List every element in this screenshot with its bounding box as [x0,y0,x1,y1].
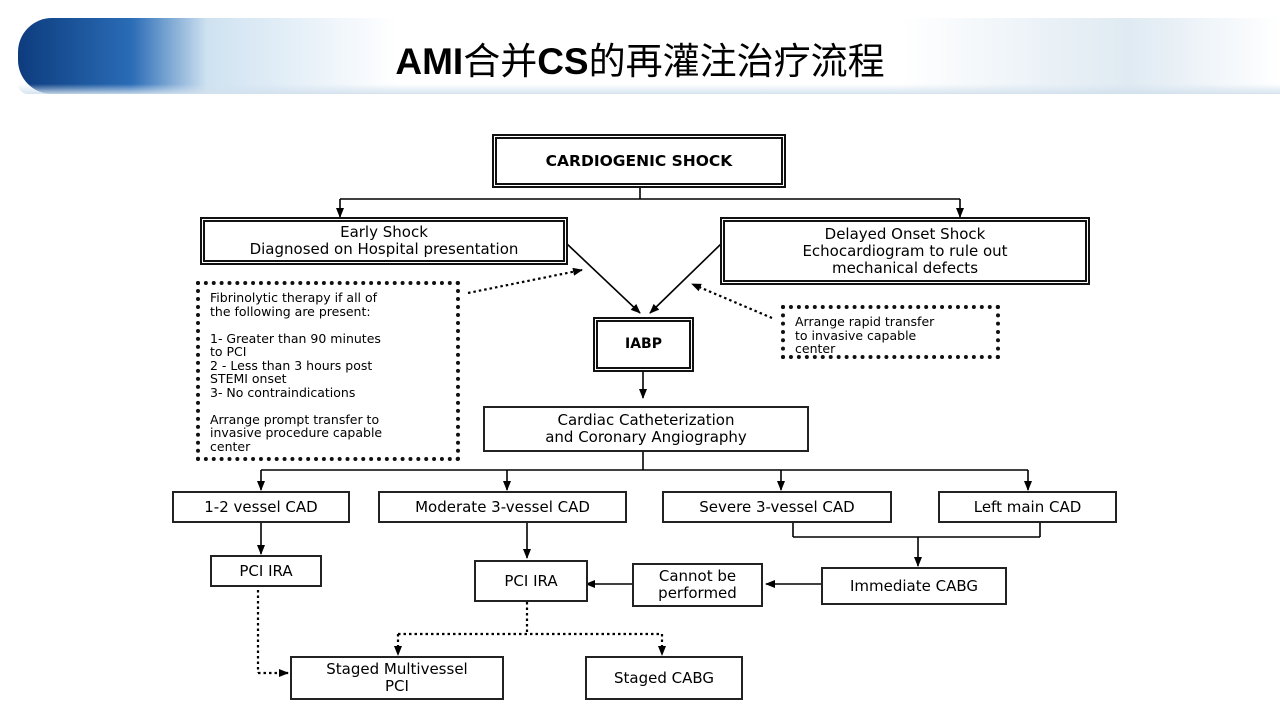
catheterization-box: Cardiac Catheterization and Coronary Ang… [483,406,809,452]
staged-multivessel-pci-box: Staged Multivessel PCI [290,656,504,700]
cad-moderate-3-vessel-box: Moderate 3-vessel CAD [378,491,627,523]
immediate-cabg-box: Immediate CABG [821,567,1007,605]
cad-left-main-box: Left main CAD [938,491,1117,523]
cad-1-2-vessel-box: 1-2 vessel CAD [172,491,350,523]
slide-title: AMI合并CS的再灌注治疗流程 [395,41,885,82]
pci-ira-box-2: PCI IRA [474,560,588,602]
iabp-box: IABP [593,317,694,372]
early-shock-box: Early Shock Diagnosed on Hospital presen… [200,217,568,265]
transfer-note: Arrange rapid transfer to invasive capab… [781,305,1000,359]
cardiogenic-shock-box: CARDIOGENIC SHOCK [492,134,786,188]
cannot-be-performed-box: Cannot be performed [632,563,763,607]
pci-ira-box-1: PCI IRA [210,555,322,587]
title-banner [18,18,1280,94]
delayed-shock-box: Delayed Onset Shock Echocardiogram to ru… [720,217,1090,285]
fibrinolytic-note: Fibrinolytic therapy if all of the follo… [196,281,460,461]
cad-severe-3-vessel-box: Severe 3-vessel CAD [662,491,892,523]
staged-cabg-box: Staged CABG [585,656,743,700]
